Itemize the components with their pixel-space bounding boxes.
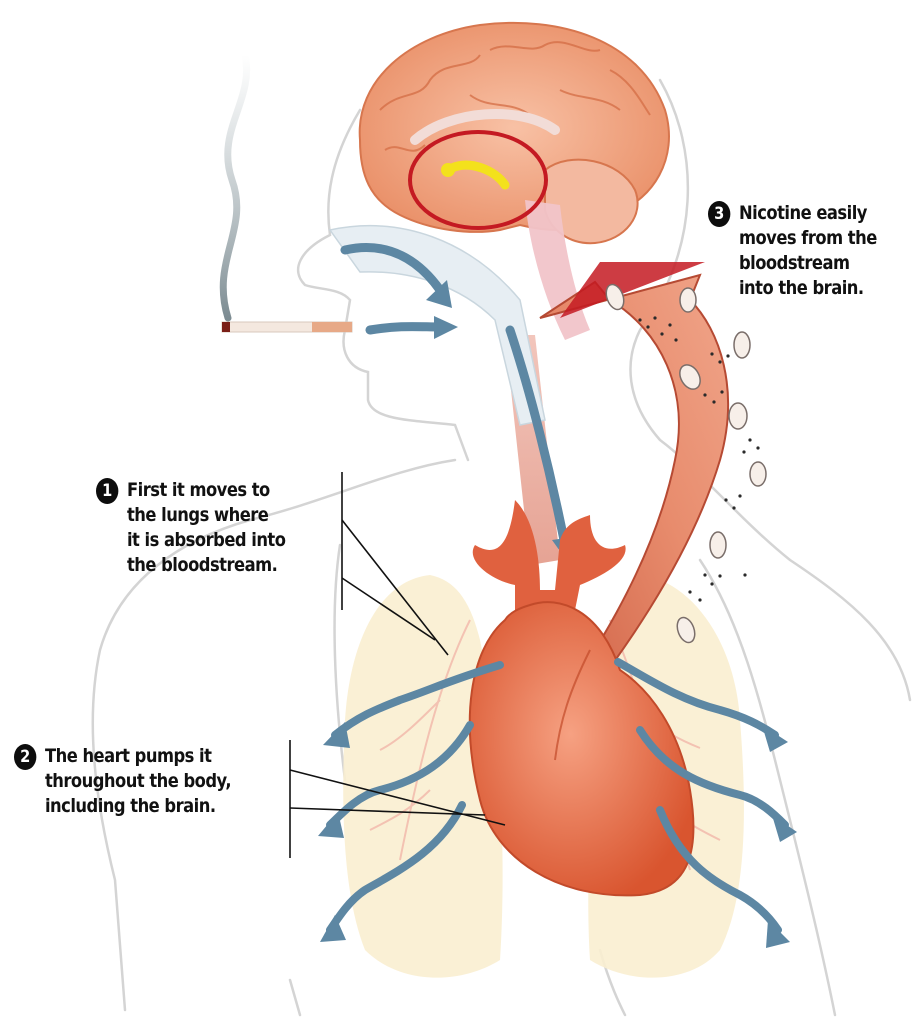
- callout-line: Nicotine easily: [739, 201, 877, 226]
- callout-heart: 2 The heart pumps it throughout the body…: [14, 744, 231, 819]
- callout-text: Nicotine easily moves from the bloodstre…: [739, 201, 877, 301]
- callout-line: the lungs where: [127, 503, 285, 528]
- callout-line: throughout the body,: [45, 769, 231, 794]
- callout-line: The heart pumps it: [45, 744, 231, 769]
- smoke: [223, 55, 246, 318]
- cigarette: [222, 322, 352, 332]
- callout-line: moves from the: [739, 226, 877, 251]
- callout-line: it is absorbed into: [127, 528, 285, 553]
- callout-line: the bloodstream.: [127, 553, 285, 578]
- callout-line: bloodstream: [739, 251, 877, 276]
- step-number-badge: 2: [14, 744, 36, 770]
- callout-text: The heart pumps it throughout the body, …: [45, 744, 231, 819]
- step-number-badge: 3: [708, 201, 730, 227]
- callout-lungs: 1 First it moves to the lungs where it i…: [96, 478, 285, 578]
- step-number-badge: 1: [96, 478, 118, 504]
- callout-text: First it moves to the lungs where it is …: [127, 478, 285, 578]
- callout-line: including the brain.: [45, 794, 231, 819]
- callout-line: into the brain.: [739, 276, 877, 301]
- callout-line: First it moves to: [127, 478, 285, 503]
- callout-brain: 3 Nicotine easily moves from the bloodst…: [708, 201, 877, 301]
